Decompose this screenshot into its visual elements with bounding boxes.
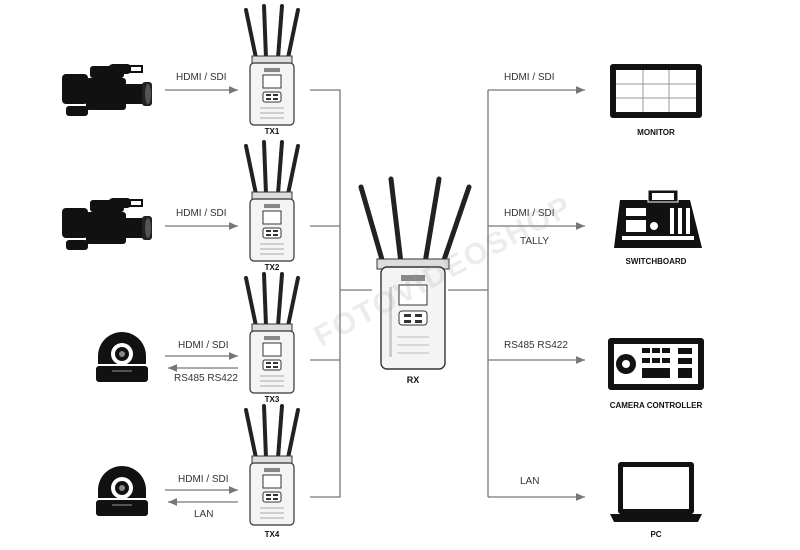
camera-controller-icon [608,338,704,390]
monitor-icon [610,64,702,118]
transmitter-bus [310,89,372,498]
transmitter-tx4 [244,404,300,527]
camcorder-icon [61,63,153,117]
controller-link-label: RS485 RS422 [504,340,568,351]
pc-link-label: LAN [520,476,540,487]
transmitter-tx2 [244,140,300,263]
tx4-input-label: HDMI / SDI [178,474,229,485]
switchboard-link-label: HDMI / SDI [504,208,555,219]
output-bus [448,86,585,501]
tx4-caption: TX4 [264,530,280,539]
switchboard-icon [614,189,702,248]
monitor-link-label: HDMI / SDI [504,72,555,83]
transmitter-tx3 [244,272,300,395]
switchboard-caption: SWITCHBOARD [625,257,687,266]
tx2-input-label: HDMI / SDI [176,208,227,219]
ptz-camera-icon [96,466,148,516]
tx3-caption: TX3 [264,395,280,404]
pc-caption: PC [650,530,662,539]
camcorder-icon [61,197,153,251]
tx1-input-label: HDMI / SDI [176,72,227,83]
monitor-caption: MONITOR [637,128,675,137]
transmitter-tx1 [244,4,300,127]
laptop-icon [610,462,702,522]
tx3-return-label: RS485 RS422 [174,373,238,384]
tx4-return-label: LAN [194,509,214,520]
tx2-caption: TX2 [264,263,280,272]
receiver-unit [358,176,472,370]
rx-caption: RX [406,375,420,385]
switchboard-sub-label: TALLY [520,236,550,247]
tx3-input-label: HDMI / SDI [178,340,229,351]
ptz-camera-icon [96,332,148,382]
camera-controller-caption: CAMERA CONTROLLER [609,401,703,410]
tx1-caption: TX1 [264,127,280,136]
source-links [165,86,238,506]
